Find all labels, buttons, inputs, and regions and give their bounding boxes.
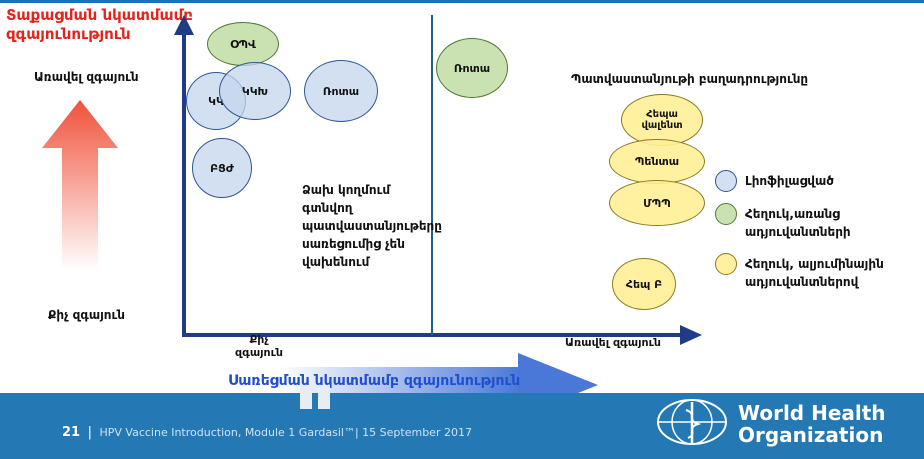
page-number: 21 bbox=[62, 425, 81, 440]
vaccine-measles: Ռոտա bbox=[304, 60, 378, 122]
vaccine-hib: Հեպա վալենտ bbox=[621, 94, 703, 146]
legend-label: Հեղուկ,առանց ադյուվանտների bbox=[745, 207, 851, 239]
vaccine-hepb: Հեպ Բ bbox=[612, 258, 676, 310]
x-low-label: Քիչ զգայուն bbox=[235, 333, 283, 359]
vaccine-dtp: ՄՊՊ bbox=[609, 180, 705, 226]
legend-swatch-blue bbox=[715, 170, 737, 192]
footer-deco-bar bbox=[318, 385, 330, 409]
y-high-label: Առավել զգայուն bbox=[34, 70, 139, 84]
legend-swatch-yellow bbox=[715, 253, 737, 275]
legend-item-adjuvant: Հեղուկ, ալյումինային ադյուվանտներով bbox=[715, 253, 920, 291]
heat-gradient-arrow bbox=[42, 100, 118, 270]
y-low-label: Քիչ զգայուն bbox=[48, 308, 125, 322]
legend-item-liquid: Հեղուկ,առանց ադյուվանտների bbox=[715, 203, 915, 241]
legend-label: Հեղուկ, ալյումինային ադյուվանտներով bbox=[745, 257, 884, 289]
legend-label: Լիոֆիլացված bbox=[745, 174, 834, 188]
vaccine-kkh: ԿԿԽ bbox=[219, 62, 291, 120]
heat-sensitivity-title: Տաքացման նկատմամբ զգայունություն bbox=[6, 6, 193, 43]
freeze-note: Ձախ կողմում գտնվող պատվաստանյութերը սառե… bbox=[302, 183, 442, 269]
footer-text: HPV Vaccine Introduction, Module 1 Garda… bbox=[99, 426, 472, 439]
vaccine-penta: Պենտա bbox=[609, 139, 705, 184]
vaccine-rota: Ռոտա bbox=[436, 38, 508, 98]
footer-separator: | bbox=[87, 425, 92, 440]
vaccine-opv: ՕՊՎ bbox=[207, 22, 279, 66]
who-line1: World Health bbox=[738, 401, 886, 425]
footer-band bbox=[0, 393, 924, 459]
cold-sensitivity-title: Սառեցման նկատմամբ զգայունություն bbox=[228, 373, 521, 389]
who-line2: Organization bbox=[738, 423, 884, 447]
legend-item-lyophilized: Լիոֆիլացված bbox=[715, 170, 834, 192]
who-logo-text: World Health Organization bbox=[738, 402, 886, 446]
who-emblem-icon bbox=[657, 399, 727, 445]
footer-info: 21 | HPV Vaccine Introduction, Module 1 … bbox=[62, 425, 472, 440]
top-rule bbox=[0, 0, 924, 3]
excipients-title: Պատվաստանյութի բաղադրությունը bbox=[571, 72, 809, 86]
legend-swatch-green bbox=[715, 203, 737, 225]
axes bbox=[174, 15, 702, 345]
x-high-label: Առավել զգայուն bbox=[565, 336, 661, 349]
vaccine-bcg: ԲՑԺ bbox=[192, 138, 252, 198]
footer-deco-bar bbox=[300, 385, 312, 409]
